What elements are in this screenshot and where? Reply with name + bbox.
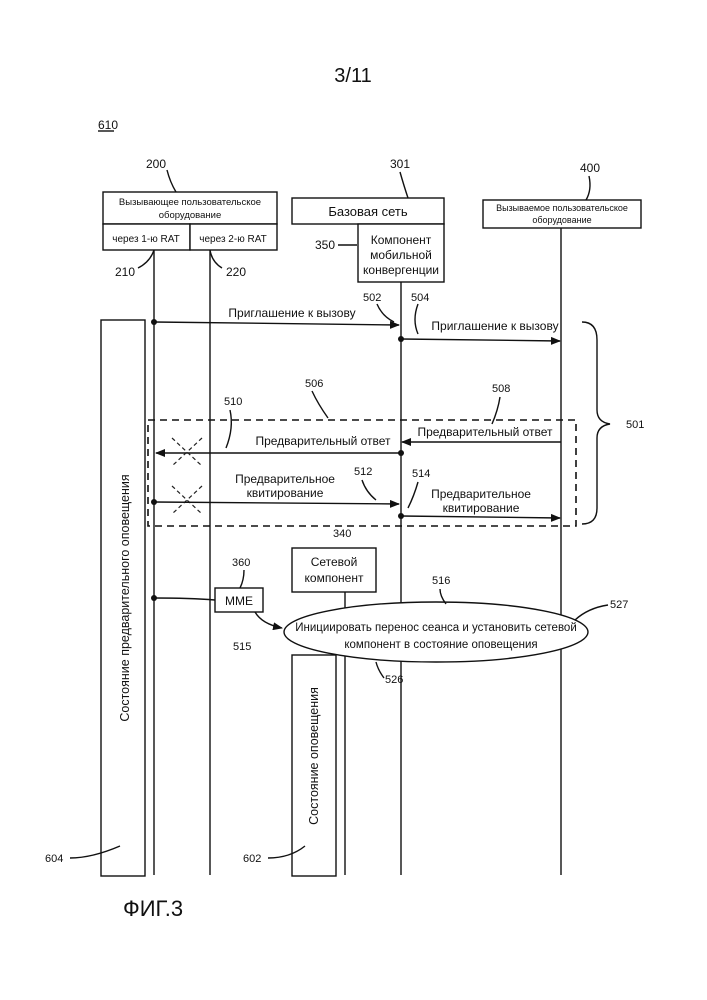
blocked-cross-2 [172, 486, 202, 514]
ref-400-leader [586, 176, 590, 200]
ref-514-leader [408, 482, 418, 508]
prov-ack1-label-line2: квитирование [247, 486, 324, 500]
callee-label-line2: оборудование [532, 215, 591, 225]
mcc-label-line3: конвергенции [363, 263, 439, 277]
rat1-to-mme-line [154, 598, 215, 600]
ref-400: 400 [580, 161, 600, 175]
net-label-line2: компонент [305, 571, 364, 585]
page-number: 3/11 [334, 65, 371, 87]
invite2-arrow [401, 339, 560, 341]
ref-301: 301 [390, 157, 410, 171]
ref-504: 504 [411, 292, 429, 304]
mcc-label-line2: мобильной [370, 248, 432, 262]
pre-alert-state-label: Состояние предварительного оповещения [118, 474, 132, 721]
ref-508: 508 [492, 383, 510, 395]
ref-610: 610 [98, 118, 118, 132]
prov-ack2-arrow [401, 516, 560, 518]
caller-label-line1: Вызывающее пользовательское [119, 197, 261, 208]
ref-527: 527 [610, 599, 628, 611]
ref-526: 526 [385, 674, 403, 686]
ellipse-label-line1: Инициировать перенос сеанса и установить… [295, 622, 577, 634]
ellipse-label-line2: компонент в состояние оповещения [344, 639, 537, 651]
ref-604: 604 [45, 853, 63, 865]
ref-506: 506 [305, 378, 323, 390]
ref-210: 210 [115, 265, 135, 279]
callee-label-line1: Вызываемое пользовательское [496, 203, 628, 213]
ref-210-leader [138, 250, 154, 268]
ref-512-leader [362, 480, 376, 500]
ref-602: 602 [243, 853, 261, 865]
prov-resp2-label: Предварительный ответ [417, 425, 553, 439]
ref-200: 200 [146, 157, 166, 171]
prov-ack1-arrow [154, 502, 399, 504]
figure-label: ФИГ.3 [123, 896, 183, 921]
invite1-label: Приглашение к вызову [228, 306, 355, 320]
ref-506-leader [312, 391, 328, 418]
ref-526-leader [376, 662, 384, 678]
prov-ack1-label-line1: Предварительное [235, 472, 335, 486]
invite1-arrow [154, 322, 399, 325]
rat1-label: через 1-ю RAT [112, 234, 179, 245]
ref-360: 360 [232, 557, 250, 569]
ref-200-leader [167, 170, 176, 192]
ref-516: 516 [432, 575, 450, 587]
brace-501 [582, 322, 610, 524]
core-network-label: Базовая сеть [328, 204, 408, 219]
ref-301-leader [400, 172, 408, 198]
invite2-label: Приглашение к вызову [431, 319, 558, 333]
alert-state-label: Состояние оповещения [307, 687, 321, 825]
ref-502: 502 [363, 292, 381, 304]
rat2-label: через 2-ю RAT [199, 234, 266, 245]
ref-504-leader [415, 304, 418, 334]
ref-510-leader [226, 410, 231, 448]
ref-512: 512 [354, 466, 372, 478]
ref-527-leader [575, 605, 608, 620]
prov-ack2-label-line1: Предварительное [431, 487, 531, 501]
mme-to-ellipse-arrow [255, 612, 282, 628]
ref-515: 515 [233, 641, 251, 653]
ref-360-leader [240, 570, 244, 588]
ref-350: 350 [315, 238, 335, 252]
ref-510: 510 [224, 396, 242, 408]
ref-220-leader [210, 250, 222, 268]
mcc-label-line1: Компонент [371, 233, 432, 247]
net-label-line1: Сетевой [311, 555, 358, 569]
ref-340: 340 [333, 528, 351, 540]
prov-ack2-label-line2: квитирование [443, 501, 520, 515]
caller-label-line2: оборудование [159, 210, 222, 221]
prov-resp1-label: Предварительный ответ [255, 434, 391, 448]
mme-label: MME [225, 594, 253, 608]
blocked-cross-1 [172, 438, 202, 466]
ref-501: 501 [626, 419, 644, 431]
ref-514: 514 [412, 468, 430, 480]
ref-502-leader [377, 304, 394, 322]
ref-220: 220 [226, 265, 246, 279]
